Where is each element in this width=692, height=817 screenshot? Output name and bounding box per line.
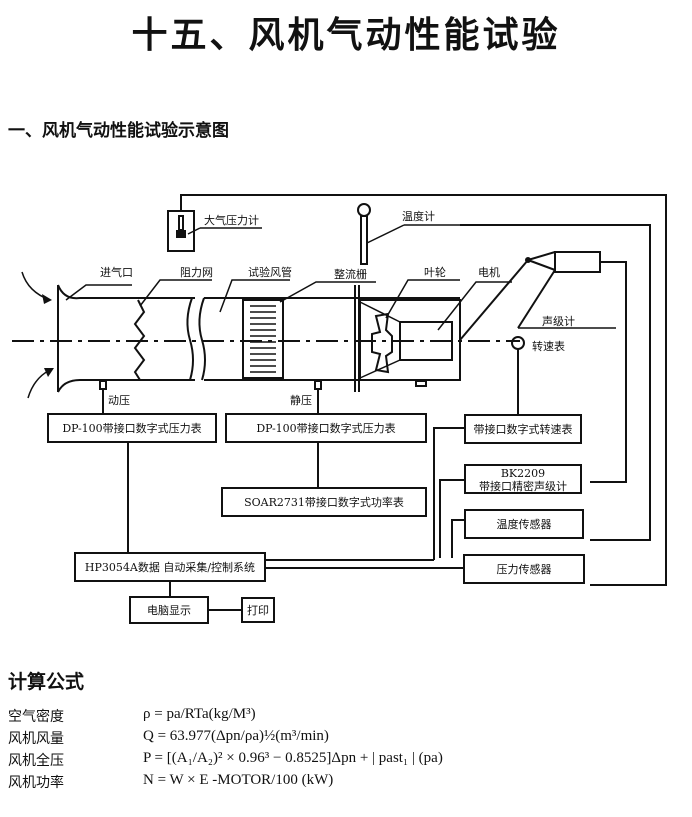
print-label: 打印 [247,603,269,617]
label-tachometer: 转速表 [532,339,565,353]
daq-system-label: HP3054A数据 自动采集/控制系统 [85,560,255,574]
label-dynamic-pressure: 动压 [108,394,130,407]
thermometer-wire [460,224,651,541]
duct-break-right [198,297,206,381]
sound-meter-wire [590,261,627,483]
sound-level-meter-mic [554,251,601,273]
label-impeller: 叶轮 [424,265,446,279]
formula-expression: ρ = pa/RTa(kg/M³) [143,706,256,722]
computer-display-label: 电脑显示 [147,604,191,617]
label-thermometer: 温度计 [402,209,435,223]
temp-sensor-label: 温度传感器 [497,517,552,531]
formula-name: 风机全压 [8,753,64,769]
formulas-heading: 计算公式 [8,671,85,693]
digital-tachometer-label: 带接口数字式转速表 [474,422,573,436]
barometer-wire [180,194,667,586]
formula-expression: P = [(A₁/A₂)² × 0.96³ − 0.8525]Δpn + | p… [143,750,443,766]
impeller-blades [371,312,393,374]
formula-expression: N = W × E -MOTOR/100 (kW) [143,772,334,788]
power-meter-box [221,487,427,517]
fan-test-diagram: 进气口 阻力网 试验风管 整流栅 叶轮 电机 温度计 大气压力计 声级计 转速表… [12,194,667,624]
dp-meter-2-box [225,413,427,443]
formula-name: 空气密度 [8,709,64,725]
inflow-arrow-bottom [27,369,51,399]
inlet-top-edge [57,284,195,300]
tachometer-probe [511,336,525,350]
formula-name: 风机风量 [8,731,64,747]
straightener-bars [250,305,276,373]
formula-row: 风机全压 P = [(A₁/A₂)² × 0.96³ − 0.8525]Δpn … [8,750,443,770]
formula-name: 风机功率 [8,775,64,791]
sound-meter-model-label: BK2209 [501,467,545,480]
formula-row: 风机风量 Q = 63.977(Δpn/ρa)½(m³/min) [8,728,329,748]
dp-meter-1-box [47,413,217,443]
print-box [241,597,275,623]
label-motor: 电机 [478,265,500,279]
static-pressure-tap [314,380,322,390]
daq-system-box [74,552,266,582]
formula-row: 空气密度 ρ = pa/RTa(kg/M³) [8,706,256,726]
label-test-duct: 试验风管 [248,265,292,279]
computer-display-box [129,596,209,624]
label-air-inlet: 进气口 [100,265,133,279]
formula-row: 风机功率 N = W × E -MOTOR/100 (kW) [8,772,333,792]
thermometer-bulb [357,203,371,217]
inflow-arrow-top [21,271,51,301]
formula-expression: Q = 63.977(Δpn/ρa)½(m³/min) [143,728,329,744]
pressure-sensor-label: 压力传感器 [497,563,552,576]
label-static-pressure: 静压 [290,393,312,407]
label-flow-straightener: 整流栅 [334,267,367,281]
section-subtitle: 一、风机气动性能试验示意图 [8,121,229,141]
label-barometer: 大气压力计 [204,213,259,227]
thermometer-stem [360,215,368,265]
dp-meter-2-label: DP-100带接口数字式压力表 [256,421,395,435]
power-meter-label: SOAR2731带接口数字式功率表 [244,495,404,509]
label-sound-level-meter: 声级计 [542,314,575,328]
dynamic-pressure-tap [99,380,107,390]
flow-straightener-grid [242,299,284,379]
sound-meter-desc-label: 带接口精密声级计 [479,479,567,493]
page-title: 十五、风机气动性能试验 [131,15,561,56]
digital-tachometer-box [464,414,582,444]
inflow-arrowhead-top [42,294,52,304]
dp-meter-1-label: DP-100带接口数字式压力表 [62,421,201,435]
inflow-arrowhead-bottom [44,368,54,377]
inlet-bottom-edge [57,379,195,393]
label-resistance-net: 阻力网 [180,266,213,279]
duct-break-left [186,297,194,381]
temp-sensor-box [464,509,584,539]
